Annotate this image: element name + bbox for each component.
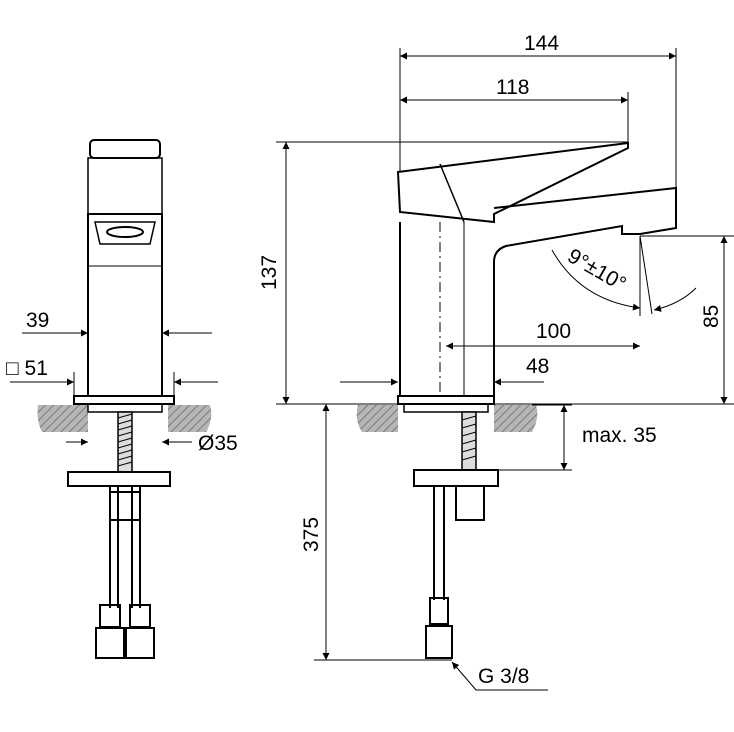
hose-nut-right [125, 627, 155, 659]
deck-left-slab [37, 405, 88, 432]
deck-right-slab [168, 405, 212, 432]
deck-slab-left [356, 405, 398, 432]
front-view: 39 □ 51 Ø35 [6, 139, 238, 659]
dim-spout-height: 85 [700, 305, 723, 328]
profile-view: 144 118 137 85 9°±10° 100 48 max. 35 [258, 32, 734, 691]
base-plate-profile [397, 395, 495, 405]
dim-spout-angle: 9°±10° [564, 244, 630, 296]
dim-side-body-width: 39 [26, 309, 49, 332]
dim-height: 137 [258, 255, 281, 290]
dim-base-square: □ 51 [6, 357, 48, 380]
dim-connection-thread: G 3/8 [478, 665, 529, 688]
hose-nut-left [95, 627, 125, 659]
base-plate [73, 395, 175, 405]
dim-base-offset: 48 [526, 355, 549, 378]
faucet-body-profile [399, 186, 677, 397]
lever-top [89, 139, 161, 159]
fixing-plate-profile [413, 469, 499, 487]
dim-outlet-offset: 100 [536, 320, 571, 343]
hose-nut-profile [425, 625, 453, 659]
dim-hose-length: 375 [300, 517, 323, 552]
deck-slab-right [494, 405, 538, 432]
dim-spout-reach: 118 [496, 76, 529, 99]
fixing-plate [67, 471, 171, 487]
dim-mount-diameter: Ø35 [198, 432, 238, 455]
aerator [106, 226, 144, 238]
dim-total-length: 144 [524, 32, 559, 55]
lever-handle [396, 141, 629, 224]
dim-max-deck-thickness: max. 35 [582, 424, 657, 447]
